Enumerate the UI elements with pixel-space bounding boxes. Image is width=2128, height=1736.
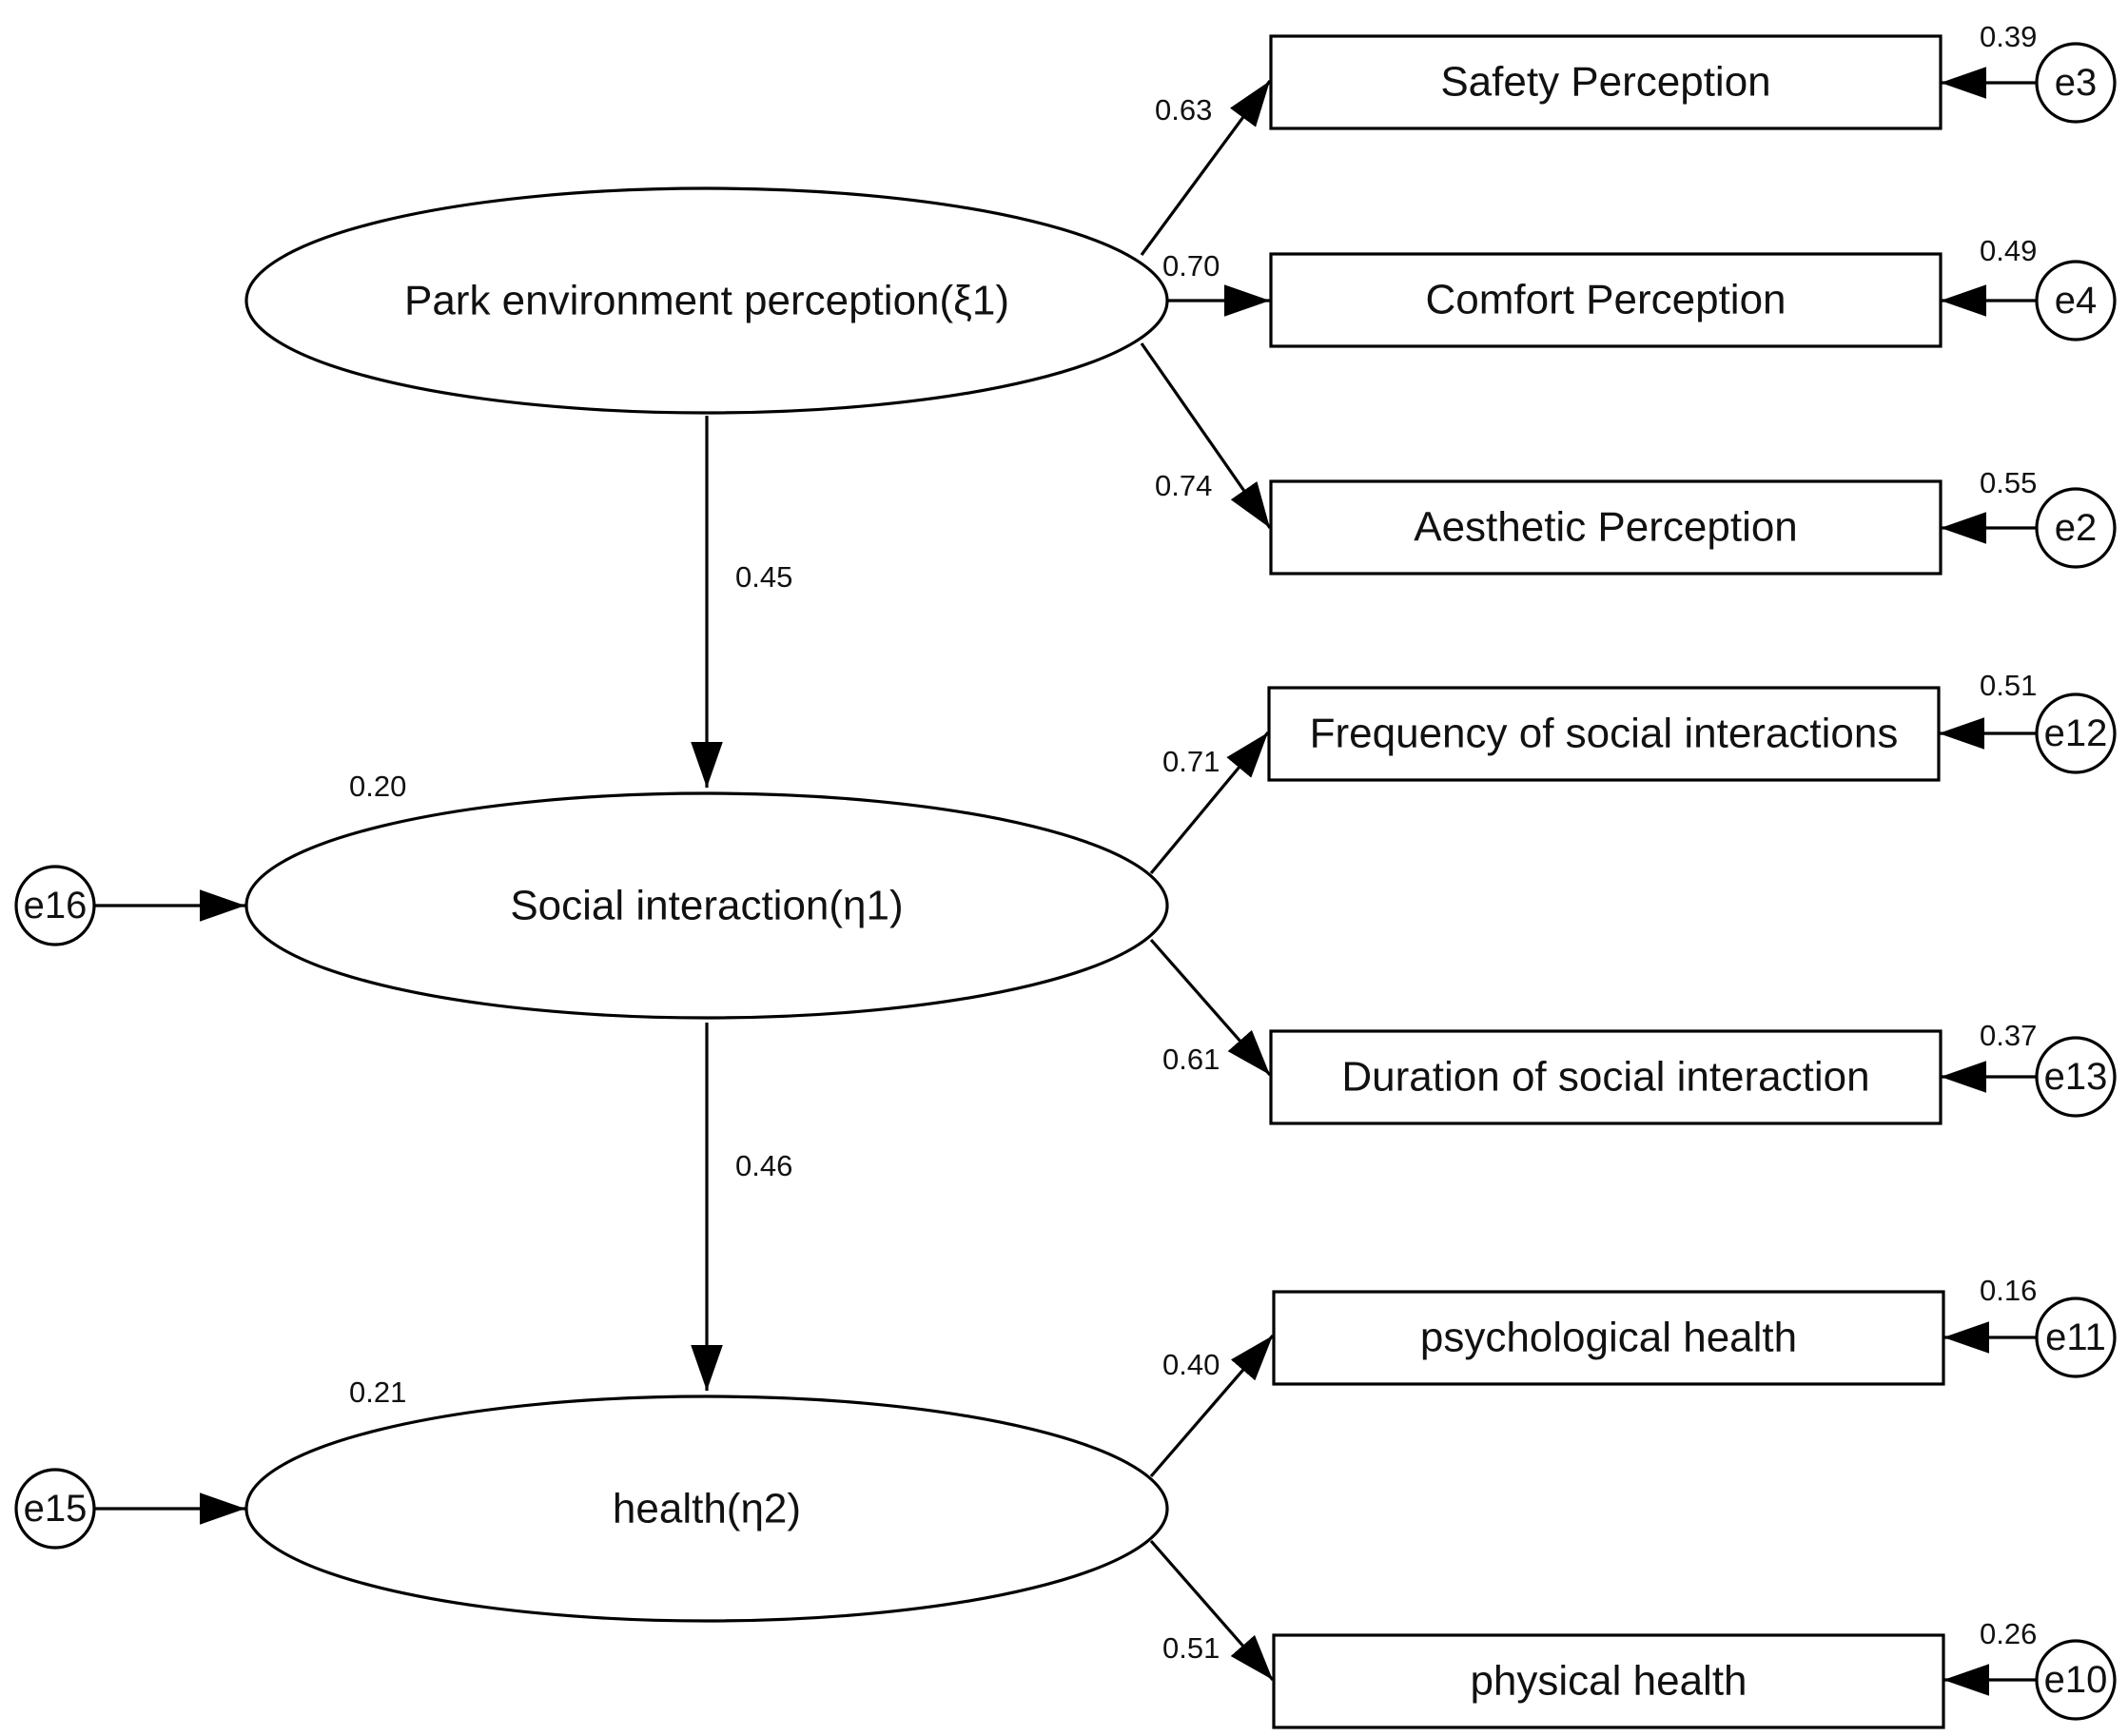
indicator-comfort-label: Comfort Perception	[1425, 277, 1786, 323]
indicator-psych: psychological health	[1272, 1290, 1945, 1386]
coef-park-to-social: 0.45	[735, 560, 792, 594]
error-e11: e11	[2035, 1297, 2117, 1378]
indicator-duration-label: Duration of social interaction	[1341, 1054, 1869, 1101]
r2-e13: 0.37	[1980, 1019, 2037, 1052]
error-e2: e2	[2035, 487, 2117, 569]
latent-health-label: health(η2)	[613, 1486, 801, 1532]
indicator-freq: Frequency of social interactions	[1267, 686, 1941, 782]
loading-edge-phys	[1149, 1539, 1275, 1682]
r2-social: 0.20	[349, 770, 406, 803]
indicator-phys: physical health	[1272, 1633, 1945, 1729]
loading-duration: 0.61	[1162, 1043, 1220, 1076]
indicator-comfort: Comfort Perception	[1269, 252, 1943, 348]
indicator-freq-label: Frequency of social interactions	[1310, 711, 1899, 757]
error-e12-label: e12	[2044, 712, 2108, 754]
loading-safety: 0.63	[1155, 93, 1212, 127]
error-e2-label: e2	[2055, 507, 2098, 549]
r2-e12: 0.51	[1980, 669, 2037, 702]
loading-freq: 0.71	[1162, 745, 1220, 778]
loading-edge-freq	[1149, 731, 1270, 875]
loading-phys: 0.51	[1162, 1631, 1220, 1665]
error-e13-label: e13	[2044, 1056, 2108, 1098]
latent-social: Social interaction(η1)	[244, 791, 1169, 1020]
error-e12: e12	[2035, 692, 2117, 774]
indicator-safety: Safety Perception	[1269, 34, 1943, 130]
r2-e3: 0.39	[1980, 20, 2037, 53]
r2-e2: 0.55	[1980, 466, 2037, 499]
error-e3-label: e3	[2055, 62, 2098, 104]
r2-e10: 0.26	[1980, 1617, 2037, 1650]
error-e16: e16	[14, 865, 96, 946]
loading-edge-aesthetic	[1140, 342, 1272, 529]
error-e4: e4	[2035, 260, 2117, 341]
latent-park-label: Park environment perception(ξ1)	[404, 278, 1009, 324]
loading-edge-safety	[1140, 80, 1272, 256]
error-e4-label: e4	[2055, 280, 2098, 322]
latent-social-label: Social interaction(η1)	[510, 883, 903, 929]
loading-edge-duration	[1149, 938, 1272, 1077]
indicator-duration: Duration of social interaction	[1269, 1029, 1943, 1125]
latent-park: Park environment perception(ξ1)	[244, 186, 1169, 415]
indicator-aesthetic: Aesthetic Perception	[1269, 479, 1943, 575]
loading-aesthetic: 0.74	[1155, 469, 1212, 502]
loading-comfort: 0.70	[1162, 249, 1220, 283]
loading-psych: 0.40	[1162, 1348, 1220, 1381]
error-e16-label: e16	[24, 885, 88, 927]
r2-e4: 0.49	[1980, 234, 2037, 267]
error-e10-label: e10	[2044, 1659, 2108, 1701]
latent-health: health(η2)	[244, 1395, 1169, 1623]
r2-e11: 0.16	[1980, 1274, 2037, 1307]
indicator-psych-label: psychological health	[1420, 1315, 1797, 1361]
coef-social-to-health: 0.46	[735, 1149, 792, 1182]
error-e11-label: e11	[2045, 1317, 2106, 1358]
indicator-aesthetic-label: Aesthetic Perception	[1414, 504, 1798, 551]
error-e15-label: e15	[24, 1488, 88, 1530]
indicator-safety-label: Safety Perception	[1440, 59, 1770, 106]
error-e3: e3	[2035, 42, 2117, 124]
r2-health: 0.21	[349, 1375, 406, 1409]
loading-edge-psych	[1149, 1334, 1275, 1478]
indicator-phys-label: physical health	[1470, 1658, 1747, 1705]
error-e15: e15	[14, 1468, 96, 1550]
error-e13: e13	[2035, 1036, 2117, 1118]
error-e10: e10	[2035, 1639, 2117, 1721]
